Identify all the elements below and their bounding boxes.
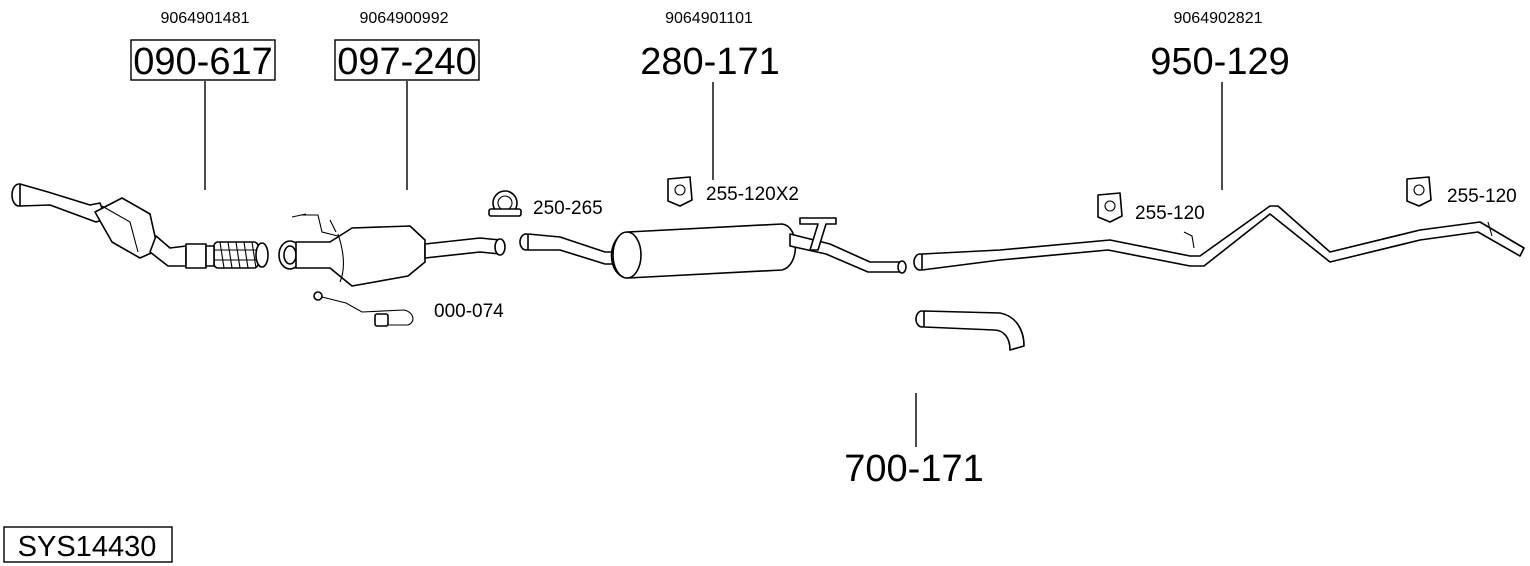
oe-number: 9064902821 <box>1174 10 1263 27</box>
front-catalyst-pipe-drawing[interactable] <box>11 183 269 269</box>
part-label-090-617[interactable]: 9064901481 090-617 <box>130 10 276 83</box>
part-number: 097-240 <box>337 41 476 83</box>
part-number: 700-171 <box>844 448 983 490</box>
rubber-mount-icon[interactable] <box>1406 176 1432 207</box>
accessory-label-000-074: 000-074 <box>434 301 504 322</box>
tail-pipe-drawing[interactable] <box>915 310 1025 351</box>
lambda-sensor-icon[interactable] <box>313 291 414 327</box>
part-label-097-240[interactable]: 9064900992 097-240 <box>334 10 480 83</box>
accessory-label-255-120: 255-120 <box>1135 203 1205 224</box>
part-number: 950-129 <box>1150 41 1289 83</box>
accessory-label-255-120: 255-120 <box>1447 186 1517 207</box>
part-number: 280-171 <box>640 41 779 83</box>
middle-silencer-drawing[interactable] <box>519 217 907 279</box>
part-number-box <box>334 39 480 81</box>
part-number-box <box>130 39 276 81</box>
system-code: SYS14430 <box>18 531 157 563</box>
rear-pipe-drawing[interactable] <box>913 205 1525 271</box>
rubber-mount-icon[interactable] <box>1097 192 1123 223</box>
oe-number: 9064900992 <box>360 10 449 27</box>
accessory-label-255-120x2: 255-120X2 <box>706 184 799 205</box>
oe-number: 9064901101 <box>665 10 753 27</box>
accessory-label-250-265: 250-265 <box>533 198 603 219</box>
particulate-filter-drawing[interactable] <box>278 213 506 287</box>
oe-number: 9064901481 <box>161 10 250 27</box>
system-code-badge: SYS14430 <box>3 526 173 563</box>
rubber-mount-icon[interactable] <box>667 176 693 207</box>
part-label-950-129[interactable]: 9064902821 950-129 <box>1150 10 1289 83</box>
system-code-box <box>3 526 173 563</box>
part-label-700-171[interactable]: 700-171 <box>844 448 983 490</box>
part-label-280-171[interactable]: 9064901101 280-171 <box>640 10 779 83</box>
part-number: 090-617 <box>133 41 272 83</box>
pipe-clamp-icon[interactable] <box>488 190 522 217</box>
